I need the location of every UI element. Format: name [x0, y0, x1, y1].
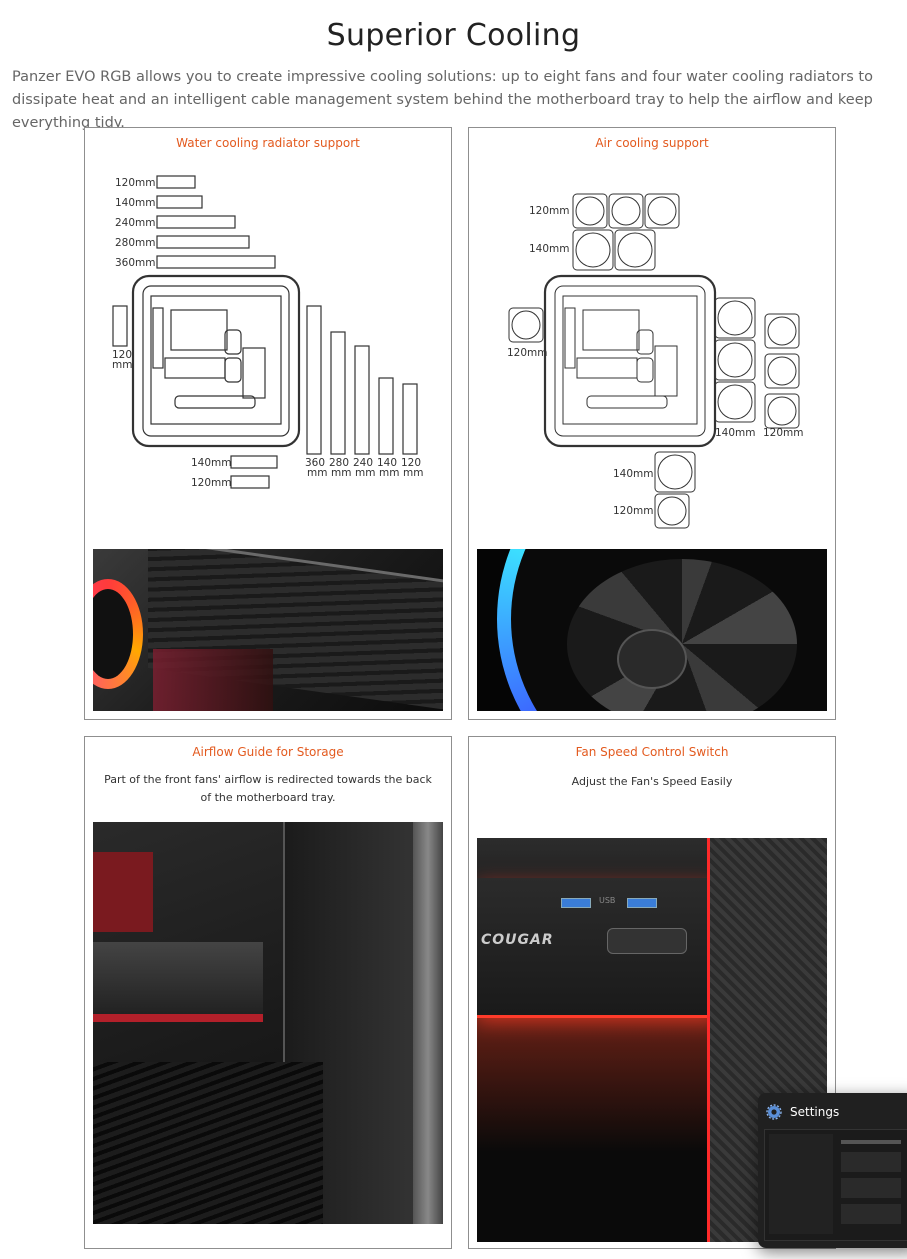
radiator-label-right: 140	[377, 457, 397, 469]
fan-speed-switch	[607, 928, 687, 954]
radiator-unit: mm	[403, 467, 423, 479]
radiator-label-right: 120	[401, 457, 421, 469]
card-title: Fan Speed Control Switch	[575, 745, 729, 759]
radiator-unit: mm	[307, 467, 327, 479]
settings-thumbnail[interactable]	[764, 1129, 907, 1241]
radiator-label-top: 120mm	[115, 177, 156, 189]
radiator-label-bottom: 140mm	[191, 457, 232, 469]
card-description: Part of the front fans' airflow is redir…	[104, 773, 432, 804]
radiator-unit: mm	[355, 467, 375, 479]
fan-label-right: 120mm	[763, 427, 804, 439]
fan-label-top: 120mm	[529, 205, 570, 217]
radiator-label-top: 240mm	[115, 217, 156, 229]
usb-label: USB	[599, 896, 616, 905]
usb-port	[627, 898, 657, 908]
radiator-label-top: 360mm	[115, 257, 156, 269]
section-intro: Panzer EVO RGB allows you to create impr…	[12, 69, 873, 131]
fan-label-right: 140mm	[715, 427, 756, 439]
fan-diagram: 120mm 140mm 120mm 140mm 120mm 140mm 120m…	[507, 193, 804, 529]
card-air-cooling: Air cooling support	[468, 127, 836, 720]
radiator-diagram: 120mm 140mm 240mm 280mm 360mm 120 mm 360…	[112, 175, 423, 489]
radiator-label-bottom: 120mm	[191, 477, 232, 489]
fan-blades	[567, 559, 797, 711]
side-panel	[413, 822, 443, 1224]
heatsink	[93, 1062, 323, 1224]
settings-label: Settings	[790, 1105, 840, 1119]
card-description: Adjust the Fan's Speed Easily	[571, 775, 733, 788]
card-airflow-guide: Airflow Guide for Storage Part of the fr…	[84, 736, 452, 1249]
settings-header: Settings	[766, 1103, 839, 1121]
fan-hub	[617, 629, 687, 689]
radiator-unit: mm	[331, 467, 351, 479]
fan-label-bottom: 120mm	[613, 505, 654, 517]
radiator-label-left-unit: mm	[112, 359, 132, 371]
fan-label-top: 140mm	[529, 243, 570, 255]
red-led-strip	[477, 1018, 717, 1242]
rgb-fan-photo	[477, 549, 827, 711]
radiator-photo	[93, 549, 443, 711]
fan-label-bottom: 140mm	[613, 468, 654, 480]
radiator-label-right: 240	[353, 457, 373, 469]
gpu-card	[93, 942, 263, 1022]
card-title: Airflow Guide for Storage	[192, 745, 344, 759]
fan-label-left: 120mm	[507, 347, 548, 359]
airflow-photo	[93, 822, 443, 1224]
radiator-label-left: 120	[112, 349, 132, 361]
radiator-unit: mm	[379, 467, 399, 479]
card-title: Water cooling radiator support	[176, 136, 360, 150]
radiator-label-right: 360	[305, 457, 325, 469]
radiator-label-top: 140mm	[115, 197, 156, 209]
settings-taskbar-preview[interactable]: Settings	[758, 1093, 907, 1248]
radiator-label-top: 280mm	[115, 237, 156, 249]
motherboard-glow	[153, 649, 273, 711]
card-title: Air cooling support	[595, 136, 709, 150]
card-water-cooling: Water cooling radiator support	[84, 127, 452, 720]
usb-port	[561, 898, 591, 908]
rgb-fan-ring	[93, 579, 143, 689]
radiator-label-right: 280	[329, 457, 349, 469]
gear-icon	[766, 1104, 782, 1120]
motherboard-slot	[93, 852, 153, 932]
section-title: Superior Cooling	[326, 18, 581, 53]
brand-logo: COUGAR	[481, 932, 554, 948]
